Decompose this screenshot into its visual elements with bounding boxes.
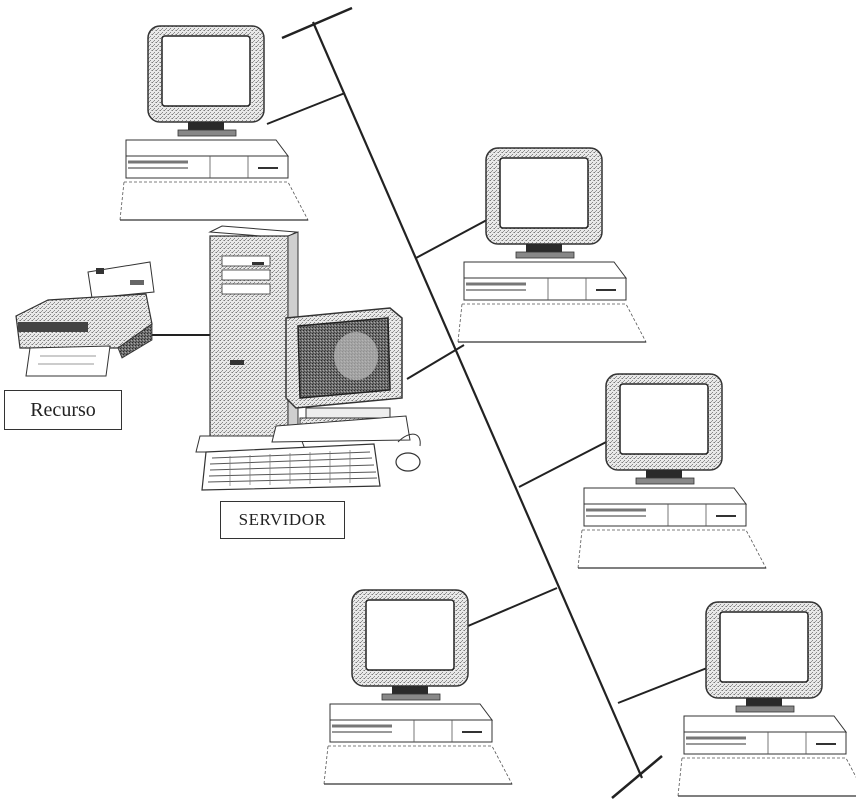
- keyboard-icon: [202, 444, 380, 490]
- workstation-5: [678, 602, 856, 796]
- server-label: SERVIDOR: [220, 501, 345, 539]
- workstation-1: [120, 26, 308, 220]
- workstation-3: [578, 374, 766, 568]
- printer-icon: [16, 262, 154, 376]
- workstation-2: [458, 148, 646, 342]
- resource-label: Recurso: [4, 390, 122, 430]
